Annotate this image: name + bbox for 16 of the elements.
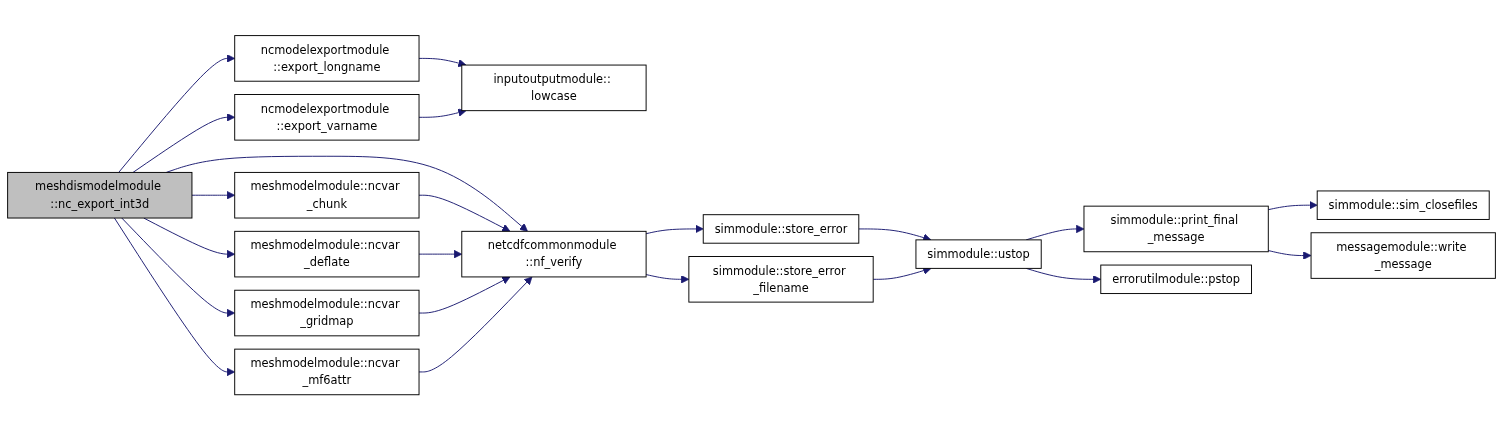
- node-box: simmodule::sim_closefiles: [1316, 190, 1490, 221]
- node-box: messagemodule::write _message: [1310, 232, 1496, 280]
- node-box: errorutilmodule::pstop: [1100, 264, 1252, 295]
- node-box: simmodule::print_final _message: [1083, 206, 1269, 253]
- node-box: ncmodelexportmodule ::export_varname: [234, 94, 420, 141]
- node-box: ncmodelexportmodule ::export_longname: [234, 35, 420, 82]
- node-box: meshmodelmodule::ncvar _deflate: [234, 231, 420, 278]
- node-box: simmodule::ustop: [915, 239, 1042, 270]
- node-box: simmodule::store_error: [702, 214, 860, 244]
- node-box: meshmodelmodule::ncvar _gridmap: [234, 290, 420, 337]
- node-box: meshmodelmodule::ncvar _chunk: [234, 172, 420, 219]
- node-box: meshmodelmodule::ncvar _mf6attr: [234, 349, 420, 396]
- node-box: meshdismodelmodule ::nc_export_int3d: [7, 172, 193, 219]
- node-box: simmodule::store_error _filename: [688, 256, 874, 303]
- node-box: inputoutputmodule:: lowcase: [461, 64, 647, 112]
- node-box: netcdfcommonmodule ::nf_verify: [461, 231, 647, 278]
